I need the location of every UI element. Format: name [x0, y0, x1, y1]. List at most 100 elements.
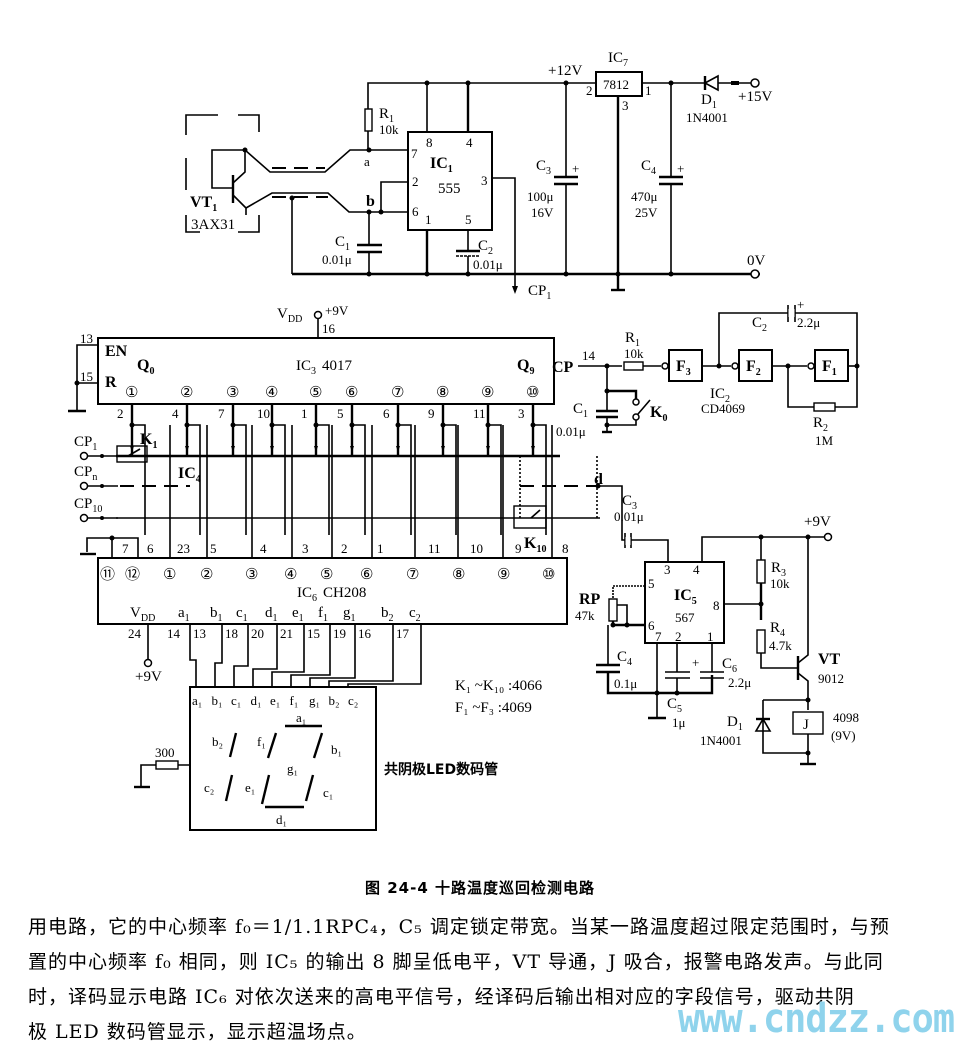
cp-input-terminal[interactable]	[79, 513, 89, 523]
ic2-part: CD4069	[701, 401, 745, 416]
ic7-pin3: 3	[622, 98, 629, 113]
node-d: d	[594, 471, 603, 488]
figure-caption: 图 24-4 十路温度巡回检测电路	[365, 879, 595, 897]
ic3-output-1: ①	[125, 385, 138, 401]
vt1-label: VT1	[190, 194, 217, 214]
ic6-to-led-wire	[309, 624, 356, 687]
ic6-output-pin: 20	[251, 626, 264, 641]
zero-volt-label: 0V	[747, 253, 766, 269]
ic6-vdd: VDD	[130, 605, 155, 624]
ic4-pin: 6	[147, 541, 154, 556]
plus15v-terminal[interactable]	[750, 78, 760, 88]
ic6-output-pin: 21	[280, 626, 293, 641]
ic5-c5-value: 1μ	[672, 715, 686, 730]
r4-label: R4	[770, 620, 785, 639]
vt1-part: 3AX31	[191, 217, 235, 233]
osc-r2-icon	[813, 402, 836, 412]
switch-k1[interactable]	[116, 445, 148, 463]
ic6-output-label: e1	[292, 605, 304, 624]
ic3-output-pin: 11	[473, 406, 486, 421]
seg-c1	[304, 774, 315, 802]
ic5-pin6: 6	[648, 618, 655, 633]
power-supply: +12V 7812 IC7 2 1 3 + C3 100μ 16V + C4 4…	[527, 50, 772, 292]
description-paragraph: 用电路，它的中心频率 f₀＝1/1.1RPC₄，C₅ 调定锁定带宽。当某一路温度…	[28, 910, 928, 1050]
ic3-r: R	[105, 374, 117, 391]
sensor-section: VT1 3AX31	[185, 114, 410, 274]
ic6-vdd-value: +9V	[135, 669, 162, 685]
ic6-body	[97, 557, 568, 625]
led-input-label: b₂	[329, 693, 340, 708]
cable-a	[244, 149, 410, 173]
ic1-pin5: 5	[465, 212, 472, 227]
ic5-c6-value: 2.2μ	[728, 675, 751, 690]
node-b: b	[366, 193, 375, 210]
ic6-input: ④	[284, 567, 297, 583]
k10-label: K10	[524, 535, 546, 555]
diode-d1-icon	[703, 74, 719, 92]
k0-label: K0	[650, 404, 667, 424]
ic4-pin: 5	[210, 541, 217, 556]
ic5-pin5: 5	[648, 576, 655, 591]
ic3-output-pin: 9	[428, 406, 435, 421]
transistor-vt-icon	[796, 537, 809, 700]
ic6-to-led-wire	[233, 624, 249, 687]
led-input-label: e₁	[270, 693, 280, 708]
cp-input-terminal[interactable]	[79, 481, 89, 491]
ic6-vdd-terminal[interactable]	[143, 658, 153, 668]
c4-label: C4	[641, 158, 656, 177]
ic4-pin: 8	[562, 541, 569, 556]
led-resistor-value: 300	[155, 745, 175, 760]
r1-resistor-icon	[364, 108, 373, 132]
paragraph-line-3: 时，译码显示电路 IC₆ 对依次送来的高电平信号，经译码后输出相对应的字段信号，…	[28, 986, 855, 1008]
ic6-pin14: 14	[167, 626, 181, 641]
ic5-c4-value: 0.1μ	[614, 676, 637, 691]
ic5-c3-label: C3	[622, 493, 637, 512]
ic6-to-led-wire	[214, 624, 223, 687]
relay-voltage: (9V)	[831, 728, 856, 743]
ic3-output-pin: 1	[301, 406, 308, 421]
c4-value: 470μ	[631, 189, 658, 204]
switch-k10[interactable]	[513, 505, 547, 529]
r4-value: 4.7k	[769, 638, 792, 653]
ic5-pin1: 1	[707, 629, 714, 644]
ic6-output-label: a1	[178, 605, 190, 624]
ic5-plus9v-terminal[interactable]	[823, 532, 833, 542]
ground-terminal[interactable]	[750, 269, 760, 279]
f1-label: F1	[822, 358, 837, 378]
ic6-to-led-wire	[271, 624, 305, 687]
ic4-pin: 23	[177, 541, 190, 556]
ic1-label: IC1	[430, 155, 453, 175]
ic5-body	[644, 561, 725, 644]
ic3-vdd-label: VDD	[277, 306, 302, 325]
c3-voltage: 16V	[531, 205, 554, 220]
k0-switch[interactable]	[632, 398, 640, 406]
seg-d1-label: d₁	[276, 812, 287, 827]
cp-input-terminal[interactable]	[79, 451, 89, 461]
vt-label: VT	[818, 651, 841, 668]
ic3-output-pin: 5	[337, 406, 344, 421]
note-f-inverters: F₁ ~F₃ :4069	[455, 700, 532, 716]
ic1-pin1: 1	[425, 212, 432, 227]
ic3-output-3: ③	[226, 385, 239, 401]
ic3-output-10: ⑩	[526, 385, 539, 401]
d1-part: 1N4001	[686, 110, 728, 125]
ic3-output-pin: 7	[218, 406, 225, 421]
ic3-vdd-terminal[interactable]	[313, 310, 323, 320]
ic3-output-pin: 3	[518, 406, 525, 421]
ic6-to-led-wire	[347, 624, 422, 687]
ic5-label: IC5	[674, 587, 697, 607]
r3-label: R3	[771, 560, 786, 579]
ic6-output-pin: 15	[307, 626, 320, 641]
diode-d1-relay-icon	[754, 717, 772, 732]
paragraph-line-4: 极 LED 数码管显示，显示超温场点。	[28, 1021, 367, 1043]
paragraph-line-2: 置的中心频率 f₀ 相同，则 IC₅ 的输出 8 脚呈低电平，VT 导通，J 吸…	[28, 951, 884, 973]
ic6-input: ②	[200, 567, 213, 583]
ic3-output-5: ⑤	[309, 385, 322, 401]
ic1-pin8: 8	[426, 135, 433, 150]
paragraph-line-1: 用电路，它的中心频率 f₀＝1/1.1RPC₄，C₅ 调定锁定带宽。当某一路温度…	[28, 916, 890, 938]
ic7-label: IC7	[608, 50, 628, 69]
ic3-output-4: ④	[265, 385, 278, 401]
osc-r2-value: 1M	[815, 433, 834, 448]
